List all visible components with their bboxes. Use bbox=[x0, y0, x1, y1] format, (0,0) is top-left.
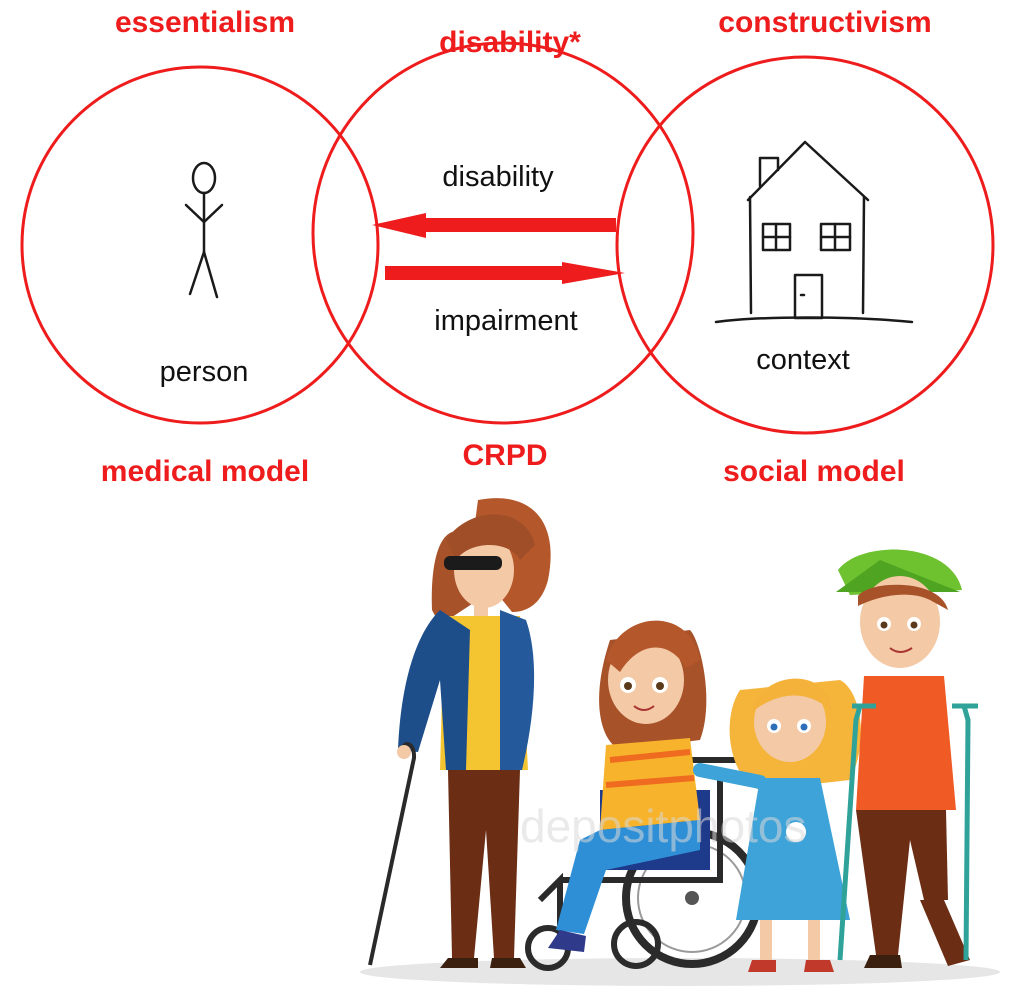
stick-figure-icon bbox=[184, 161, 224, 299]
boy-with-crutches bbox=[836, 549, 978, 968]
person-label: person bbox=[160, 356, 249, 388]
arrow-left-icon bbox=[372, 213, 616, 238]
watermark: depositphotos bbox=[520, 800, 806, 852]
middle-circle bbox=[311, 41, 695, 425]
girl-in-wheelchair bbox=[548, 620, 707, 952]
woman-with-cane bbox=[368, 498, 551, 968]
essentialism-heading: essentialism bbox=[115, 6, 295, 39]
medical-model-heading: medical model bbox=[101, 455, 309, 488]
arrow-right-icon bbox=[385, 262, 625, 284]
crpd-heading: CRPD bbox=[462, 439, 547, 472]
social-model-heading: social model bbox=[723, 455, 905, 488]
left-circle bbox=[20, 65, 380, 425]
house-icon bbox=[714, 140, 914, 324]
venn-circles bbox=[20, 41, 995, 435]
blonde-girl bbox=[693, 678, 861, 972]
people-illustration: depositphotos bbox=[360, 498, 1000, 986]
constructivism-heading: constructivism bbox=[718, 6, 931, 39]
disability-label: disability bbox=[442, 161, 554, 193]
right-circle bbox=[615, 55, 995, 435]
impairment-label: impairment bbox=[434, 305, 577, 337]
context-label: context bbox=[756, 344, 850, 376]
